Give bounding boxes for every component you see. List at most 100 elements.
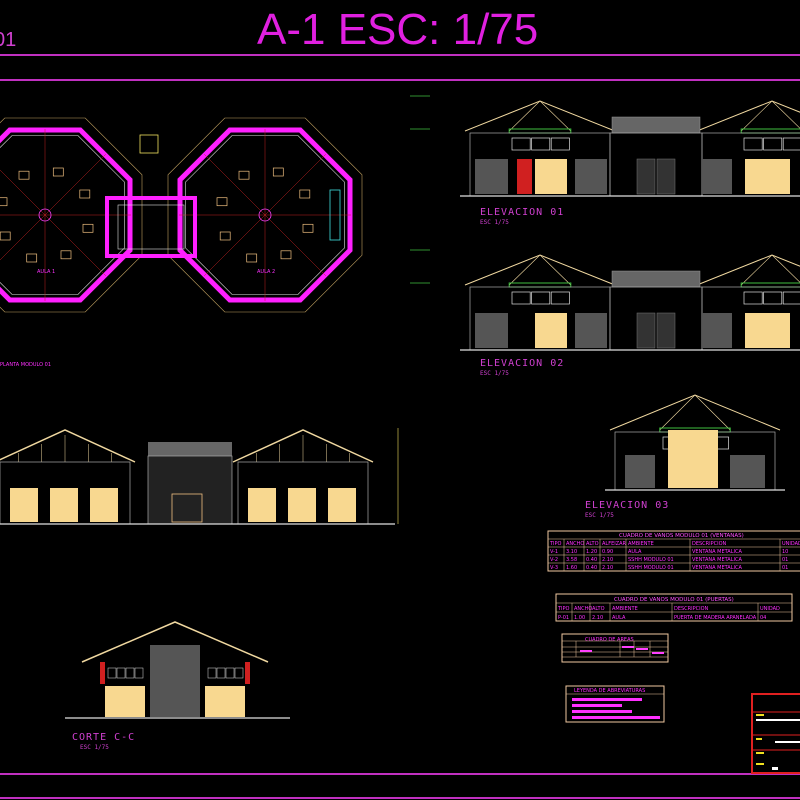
desk [26, 253, 38, 263]
table-cell: VENTANA METALICA [692, 557, 742, 563]
table-border [555, 593, 793, 622]
table-title: CUADRO DE AREAS [585, 637, 634, 643]
center-wall [609, 132, 703, 197]
wall-panel [328, 488, 356, 522]
table-cell: SSHH MODULO 01 [628, 565, 674, 571]
desk [238, 170, 250, 180]
axis-line [204, 154, 266, 216]
roof [696, 100, 800, 132]
cell-text [652, 652, 664, 654]
eave-gutter [740, 282, 800, 288]
high-window [531, 291, 551, 305]
axis-line [264, 214, 326, 276]
tank [139, 134, 159, 154]
table-cell: 0.40 [586, 557, 597, 563]
restroom-block [105, 196, 197, 258]
high-window [782, 137, 800, 151]
inner-wall [185, 135, 345, 295]
table-cell: P-01 [558, 615, 569, 621]
table-title: CUADRO DE VANOS MODULO 01 (VENTANAS) [619, 533, 744, 539]
window [225, 667, 235, 679]
high-window [531, 137, 551, 151]
window [125, 667, 135, 679]
wall-panel [50, 488, 78, 522]
door [636, 158, 656, 195]
column-header: AMBIENTE [628, 541, 654, 547]
table-cell: 1.20 [586, 549, 597, 555]
elevation-01-title: ELEVACION 01 [480, 207, 564, 218]
high-window [763, 137, 783, 151]
roof-hip [508, 254, 541, 286]
axis-line [44, 214, 106, 276]
desk [18, 170, 30, 180]
axis-line [204, 214, 266, 276]
schedules: CUADRO DE VANOS MODULO 01 (VENTANAS) TIPO… [547, 530, 800, 723]
restroom-inner [117, 204, 185, 250]
high-window [743, 137, 763, 151]
beam [100, 662, 105, 684]
column-header: UNIDAD [760, 606, 780, 612]
table-cell: 2.10 [592, 615, 603, 621]
table-cell: 01 [782, 565, 788, 571]
roof-hip [771, 254, 800, 283]
ramp [329, 189, 341, 241]
lattice-block [611, 270, 701, 288]
wall-panel [625, 455, 655, 488]
legend-entry [572, 704, 622, 707]
desk [299, 189, 311, 199]
desk [272, 167, 284, 177]
lattice-block [611, 116, 701, 134]
desk [60, 250, 72, 260]
column-header: UNIDAD [782, 541, 800, 547]
table-cell: VENTANA METALICA [692, 549, 742, 555]
table-cell: 3.10 [566, 549, 577, 555]
dimension-outline [167, 117, 363, 313]
window [116, 667, 126, 679]
high-window [511, 291, 531, 305]
legend-entry [572, 698, 642, 701]
sheet-number-fragment: 01 [0, 29, 16, 51]
center-mark [38, 208, 52, 222]
center-wall [150, 645, 200, 717]
wall-panel [702, 159, 732, 194]
roof-hip [539, 100, 572, 132]
wall-panel [105, 686, 145, 717]
axis-line [264, 154, 326, 216]
roof-truss [0, 429, 136, 463]
inner-wall [0, 135, 125, 295]
window [134, 667, 144, 679]
table-cell: 2.10 [602, 557, 613, 563]
table-cell: V-3 [550, 565, 558, 571]
elevation-02-drawing [410, 249, 800, 351]
wall-panel [535, 313, 567, 348]
table-cell: V-1 [550, 549, 558, 555]
beam [245, 662, 250, 684]
legend-entry [572, 710, 632, 713]
schedule-table: CUADRO DE VANOS MODULO 01 (VENTANAS) TIPO… [547, 530, 800, 572]
roof-hip [508, 100, 541, 132]
column-header: TIPO [549, 541, 562, 547]
high-window [743, 291, 763, 305]
column-header: ALTO [586, 541, 599, 547]
roof-hip [539, 254, 572, 286]
wall-panel [90, 488, 118, 522]
center-wall [147, 455, 233, 525]
roof-truss [81, 621, 269, 663]
room-label: AULA 1 [37, 269, 55, 275]
roof [696, 254, 800, 286]
section-cc-title: CORTE C-C [72, 732, 135, 743]
table-cell: SSHH MODULO 01 [628, 557, 674, 563]
table-cell: 10 [782, 549, 788, 555]
wall-panel [535, 159, 567, 194]
table-cell: 3.58 [566, 557, 577, 563]
wall-panel [205, 686, 245, 717]
desk [82, 223, 94, 233]
wall-panel [668, 430, 718, 488]
wall-panel [745, 313, 790, 348]
table-title: CUADRO DE VANOS MODULO 01 (PUERTAS) [614, 597, 734, 603]
table-cell: 0.40 [586, 565, 597, 571]
center-wall [609, 286, 703, 351]
wall-panel [288, 488, 316, 522]
